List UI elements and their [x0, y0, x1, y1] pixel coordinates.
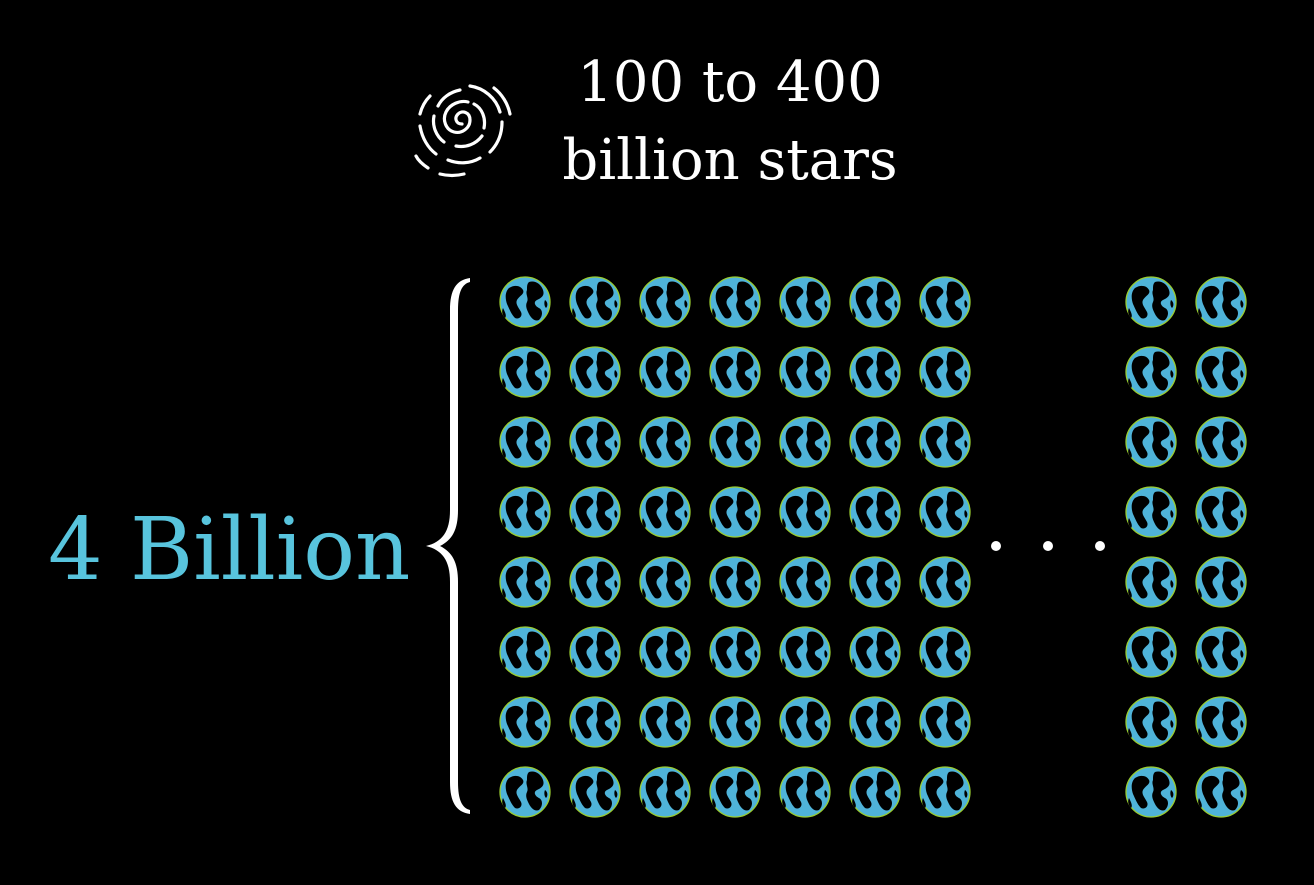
earth-icon — [849, 416, 901, 468]
earth-icon — [1195, 696, 1247, 748]
earth-icon — [1125, 766, 1177, 818]
earth-icon — [1195, 766, 1247, 818]
earth-icon — [569, 276, 621, 328]
stars-label-line-2: billion stars — [562, 128, 898, 193]
ellipsis — [991, 541, 1105, 551]
ellipsis-dot — [991, 541, 1001, 551]
earth-icon — [919, 696, 971, 748]
earth-icon — [709, 486, 761, 538]
earth-icon — [1195, 626, 1247, 678]
earth-icon — [1195, 416, 1247, 468]
earth-icon — [779, 276, 831, 328]
planet-count-label: 4 Billion — [48, 500, 411, 600]
earth-icon — [1195, 346, 1247, 398]
earth-icon — [569, 626, 621, 678]
earth-icon — [569, 766, 621, 818]
earth-icon — [779, 346, 831, 398]
earth-icon — [639, 346, 691, 398]
earth-icon — [499, 696, 551, 748]
earth-icon — [499, 416, 551, 468]
earth-icon — [1125, 416, 1177, 468]
galaxy-icon — [404, 64, 520, 180]
earth-icon — [499, 486, 551, 538]
earth-icon — [639, 556, 691, 608]
stars-count-label: 100 to 400 billion stars — [540, 44, 920, 200]
earth-icon — [569, 696, 621, 748]
earth-icon — [569, 346, 621, 398]
earth-icon — [569, 416, 621, 468]
earth-icon — [849, 766, 901, 818]
earth-icon — [849, 276, 901, 328]
earth-icon — [849, 556, 901, 608]
earth-icon — [849, 346, 901, 398]
earth-icon — [569, 486, 621, 538]
earth-icon — [1125, 486, 1177, 538]
earth-icon — [1125, 556, 1177, 608]
earth-icon — [849, 486, 901, 538]
earth-icon — [709, 626, 761, 678]
earth-icon — [779, 626, 831, 678]
earth-icon — [919, 626, 971, 678]
earth-icon — [779, 766, 831, 818]
earth-icon — [639, 276, 691, 328]
earth-icon — [499, 556, 551, 608]
earth-icon — [849, 626, 901, 678]
earth-icon — [639, 696, 691, 748]
earth-icon — [1125, 696, 1177, 748]
earth-icon — [499, 346, 551, 398]
earth-icon — [709, 416, 761, 468]
earth-icon — [1125, 346, 1177, 398]
earth-icon — [779, 696, 831, 748]
ellipsis-dot — [1043, 541, 1053, 551]
earth-icon — [709, 556, 761, 608]
earth-icon — [919, 766, 971, 818]
earth-icon — [919, 416, 971, 468]
earth-icon — [709, 276, 761, 328]
earth-icon — [1125, 276, 1177, 328]
earth-icon — [1195, 486, 1247, 538]
earth-icon — [919, 556, 971, 608]
stars-label-line-1: 100 to 400 — [577, 50, 883, 115]
earth-icon — [639, 416, 691, 468]
earth-icon — [1125, 626, 1177, 678]
earth-icon — [849, 696, 901, 748]
earth-icon — [919, 486, 971, 538]
earth-icon — [1195, 556, 1247, 608]
earth-icon — [639, 626, 691, 678]
earth-icon — [709, 766, 761, 818]
earth-icon — [779, 416, 831, 468]
earth-icon — [779, 556, 831, 608]
left-curly-brace — [420, 270, 480, 822]
earth-icon — [639, 486, 691, 538]
earth-icon — [499, 626, 551, 678]
earth-icon — [919, 346, 971, 398]
earth-icon — [709, 696, 761, 748]
earth-icon — [709, 346, 761, 398]
earth-icon — [499, 276, 551, 328]
earth-icon — [919, 276, 971, 328]
earth-icon — [1195, 276, 1247, 328]
earth-icon — [639, 766, 691, 818]
earth-icon — [499, 766, 551, 818]
earth-icon — [779, 486, 831, 538]
earth-icon — [569, 556, 621, 608]
ellipsis-dot — [1095, 541, 1105, 551]
